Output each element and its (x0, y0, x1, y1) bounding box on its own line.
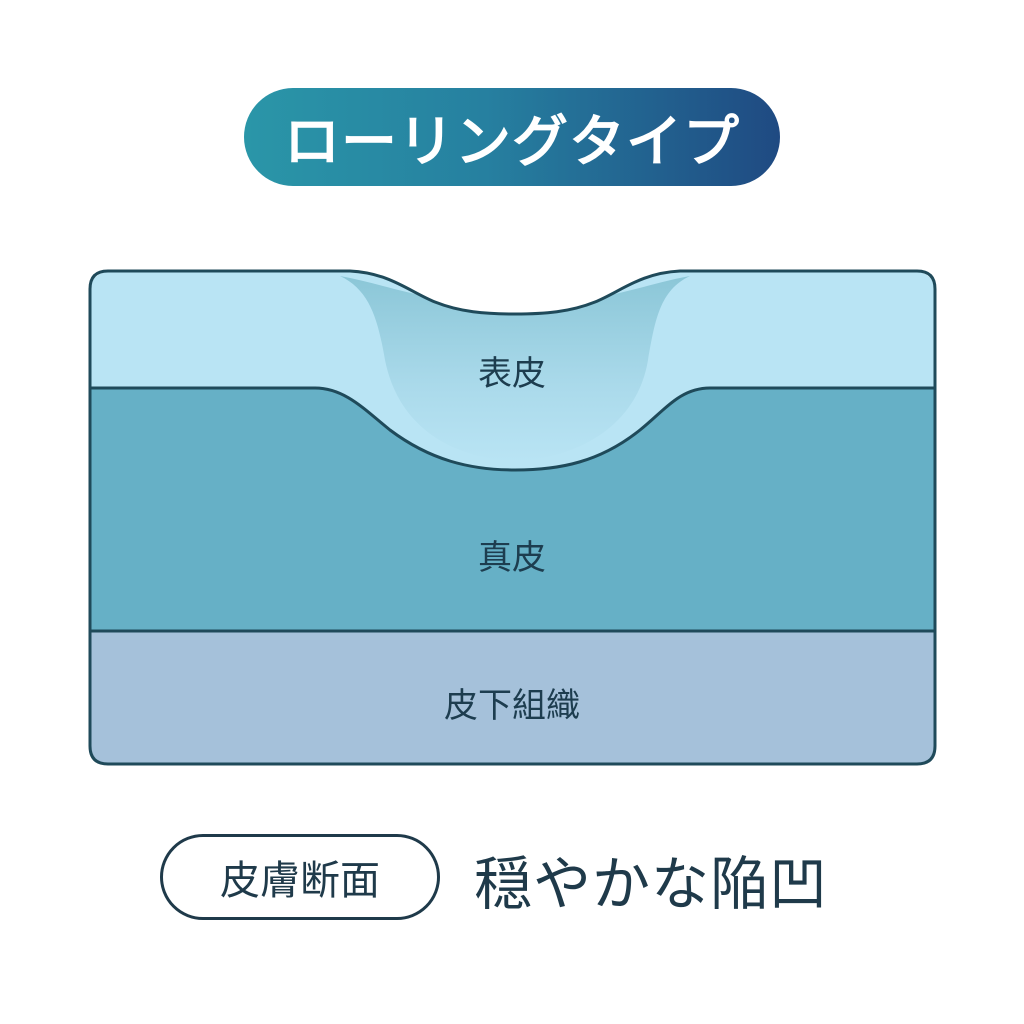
subcutaneous-label: 皮下組織 (444, 686, 580, 726)
surface-outline (88, 269, 937, 766)
dermis-label: 真皮 (478, 538, 546, 578)
epidermis-label: 表皮 (478, 354, 546, 394)
title-text: ローリングタイプ (284, 109, 740, 175)
depression-shading (340, 276, 690, 462)
subcutaneous-layer (90, 630, 935, 764)
description-caption: 穏やかな陥凹 (474, 850, 829, 918)
epidermis-dermis-boundary (90, 386, 935, 472)
title-badge: ローリングタイプ (244, 88, 780, 186)
skin-section-label: 皮膚断面 (220, 858, 380, 904)
skin-section-badge: 皮膚断面 (160, 834, 440, 920)
